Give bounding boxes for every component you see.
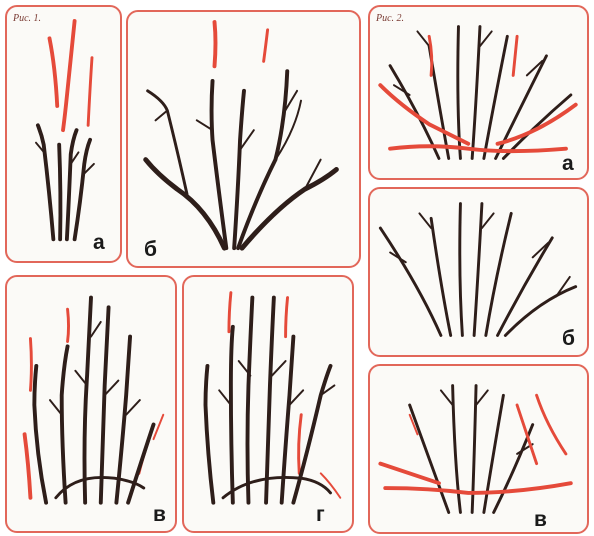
remaining-stems	[390, 27, 571, 159]
pruned-shoots	[49, 21, 91, 130]
fig2-panel-a-label: а	[562, 152, 574, 176]
figure1-title: Рис. 1.	[13, 13, 41, 24]
remaining-stems	[34, 298, 153, 503]
pruned-shoots	[215, 22, 268, 66]
remaining-stems	[205, 298, 334, 503]
fig1-panel-a: Рис. 1. а	[5, 5, 122, 263]
fig1-panel-v: в	[5, 275, 177, 533]
fig1-panel-g: г	[182, 275, 354, 533]
fig1-panel-a-label: а	[93, 231, 105, 255]
figure2-title: Рис. 2.	[376, 13, 404, 24]
fig2-panel-a: Рис. 2. а	[368, 5, 589, 180]
pruned-shoots	[25, 309, 164, 498]
fig1-b-drawing	[128, 12, 359, 266]
fig2-a-drawing	[370, 7, 587, 178]
fig2-panel-b: б	[368, 187, 589, 357]
fig1-g-drawing	[184, 277, 352, 531]
fig1-panel-b-label: б	[144, 238, 157, 262]
remaining-stems	[146, 71, 337, 248]
fig1-panel-g-label: г	[316, 503, 325, 527]
fig2-panel-b-label: б	[562, 327, 575, 351]
fig2-panel-v-label: в	[534, 508, 547, 532]
fig2-b-drawing	[370, 189, 587, 355]
fig1-panel-b: б	[126, 10, 361, 268]
fig2-v-drawing	[370, 366, 587, 532]
fig1-panel-v-label: в	[153, 503, 166, 527]
remaining-stems	[380, 204, 575, 336]
fig1-a-drawing	[7, 7, 120, 261]
remaining-stems	[36, 125, 94, 239]
fig1-v-drawing	[7, 277, 175, 531]
fig2-panel-v: в	[368, 364, 589, 534]
